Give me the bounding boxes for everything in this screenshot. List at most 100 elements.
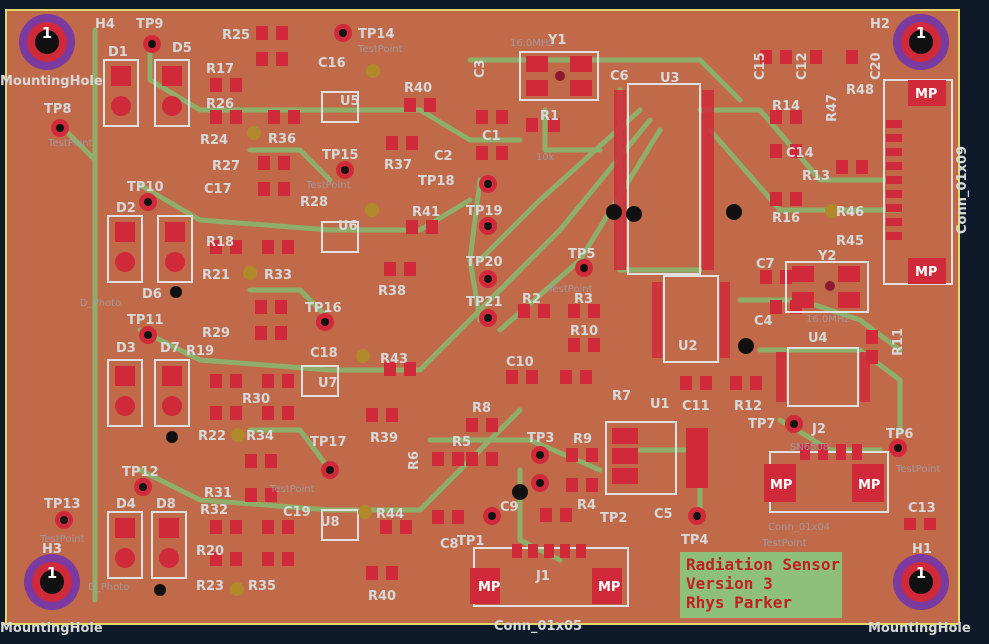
- svg-text:MP: MP: [858, 478, 880, 493]
- ic: U2: [652, 275, 730, 363]
- svg-text:C11: C11: [682, 399, 710, 414]
- svg-text:C14: C14: [786, 146, 814, 161]
- mounting-hole-h2: 1 H2: [870, 14, 949, 70]
- svg-text:R24: R24: [200, 133, 228, 148]
- svg-text:R3: R3: [574, 292, 593, 307]
- svg-text:R28: R28: [300, 195, 328, 210]
- testpoint: TP10: [127, 180, 164, 211]
- svg-text:TP3: TP3: [527, 431, 554, 446]
- svg-text:TestPoint: TestPoint: [39, 534, 85, 545]
- svg-text:C9: C9: [500, 500, 519, 515]
- svg-text:R41: R41: [412, 205, 440, 220]
- connector-j3: MP MP Conn_01x09: [883, 79, 970, 285]
- svg-text:D6: D6: [142, 287, 162, 302]
- mounting-hole-label: MountingHole: [868, 621, 971, 636]
- svg-text:R37: R37: [384, 158, 412, 173]
- svg-text:U3: U3: [660, 71, 680, 86]
- svg-text:R47: R47: [825, 94, 840, 122]
- svg-text:TP1: TP1: [457, 534, 484, 549]
- ics: U3 U2 U4 U1 U5 U6 U7 U8: [301, 71, 870, 541]
- testpoint: TP13: [44, 497, 81, 529]
- svg-text:C12: C12: [795, 52, 810, 80]
- connector-value: Conn_01x09: [955, 146, 970, 234]
- svg-text:R6: R6: [407, 451, 422, 470]
- svg-text:R33: R33: [264, 268, 292, 283]
- testpoint: TP4: [681, 507, 708, 548]
- svg-text:R26: R26: [206, 97, 234, 112]
- mounting-hole-num: 1: [42, 24, 52, 42]
- crystal: Y1: [519, 33, 599, 101]
- mounting-hole-ref: H1: [912, 542, 932, 557]
- svg-text:R25: R25: [222, 28, 250, 43]
- svg-text:R11: R11: [891, 328, 906, 356]
- component-labels: R25 R17 R26 R24 R36 C16 R40 R37 C2 R27 C…: [186, 28, 936, 604]
- svg-text:Y1: Y1: [547, 33, 566, 48]
- svg-text:D5: D5: [172, 41, 192, 56]
- ic: U1: [605, 397, 708, 495]
- ic: U4: [776, 331, 870, 407]
- testpoint: [531, 474, 549, 492]
- diode-value: D_Photo: [88, 582, 129, 593]
- testpoint: TP20: [466, 255, 503, 288]
- svg-text:Y2: Y2: [817, 249, 836, 264]
- svg-text:TP2: TP2: [600, 511, 627, 526]
- svg-text:U5: U5: [340, 94, 360, 109]
- testpoint: TP14: [334, 24, 395, 42]
- svg-text:R17: R17: [206, 62, 234, 77]
- svg-text:R20: R20: [196, 544, 224, 559]
- svg-text:C13: C13: [908, 501, 936, 516]
- svg-text:C16: C16: [318, 56, 346, 71]
- svg-text:U8: U8: [320, 515, 340, 530]
- svg-text:MP: MP: [915, 265, 937, 280]
- svg-text:R27: R27: [212, 159, 240, 174]
- svg-text:C3: C3: [473, 59, 488, 78]
- svg-text:TestPoint: TestPoint: [305, 180, 351, 191]
- svg-text:R12: R12: [734, 399, 762, 414]
- ic: U7: [301, 365, 339, 397]
- svg-text:D8: D8: [156, 497, 176, 512]
- svg-text:10k: 10k: [536, 152, 555, 163]
- svg-text:TestPoint: TestPoint: [47, 138, 93, 149]
- svg-text:R45: R45: [836, 234, 864, 249]
- svg-text:TP19: TP19: [466, 204, 503, 219]
- svg-text:MP: MP: [915, 87, 937, 102]
- svg-text:C10: C10: [506, 355, 534, 370]
- testpoint: TP11: [127, 313, 164, 344]
- testpoint: TP12: [122, 465, 159, 496]
- svg-text:R18: R18: [206, 235, 234, 250]
- note-line: Rhys Parker: [686, 593, 792, 612]
- connector-ref: J2: [811, 422, 826, 437]
- svg-text:TP18: TP18: [418, 174, 455, 189]
- svg-text:TP10: TP10: [127, 180, 164, 195]
- mounting-hole-ref: H2: [870, 17, 890, 32]
- mounting-hole-h3: 1 H3: [24, 542, 80, 610]
- svg-text:TestPoint: TestPoint: [269, 484, 315, 495]
- svg-text:R36: R36: [268, 132, 296, 147]
- testpoint: TP16: [305, 301, 342, 331]
- smd-pads: [210, 26, 936, 580]
- ic: U3: [614, 71, 714, 275]
- svg-text:TP13: TP13: [44, 497, 81, 512]
- mounting-hole-ref: H3: [42, 542, 62, 557]
- svg-text:U6: U6: [338, 219, 358, 234]
- svg-text:R40: R40: [368, 589, 396, 604]
- svg-text:U7: U7: [318, 376, 338, 391]
- svg-text:C19: C19: [283, 505, 311, 520]
- testpoint: TP7: [748, 415, 803, 433]
- svg-text:R13: R13: [802, 169, 830, 184]
- diode-value: D_Photo: [80, 298, 121, 309]
- svg-text:R14: R14: [772, 99, 800, 114]
- diode: D5: [154, 41, 192, 127]
- svg-text:R35: R35: [248, 579, 276, 594]
- mounting-hole-h4: 1 H4: [19, 14, 115, 70]
- testpoint: TP2: [600, 511, 627, 526]
- note-line: Radiation Sensor: [686, 555, 840, 574]
- svg-text:U2: U2: [678, 339, 698, 354]
- testpoint: TP18: [418, 174, 497, 193]
- crystal: Y2: [785, 249, 869, 313]
- svg-text:C8: C8: [440, 537, 459, 552]
- mounting-hole-label: MountingHole: [0, 621, 103, 636]
- svg-text:R43: R43: [380, 352, 408, 367]
- svg-text:R8: R8: [472, 401, 491, 416]
